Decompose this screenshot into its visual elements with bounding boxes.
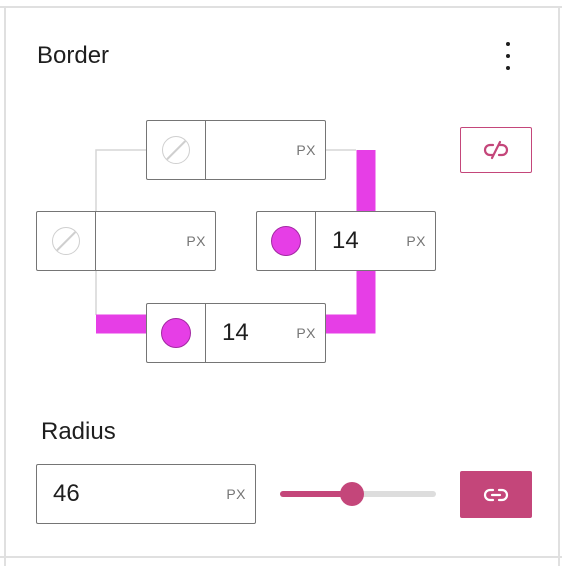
color-swatch-icon <box>161 318 191 348</box>
more-vertical-icon <box>506 42 510 46</box>
border-left-color-button[interactable] <box>37 212 96 270</box>
panel-left-edge <box>4 6 6 566</box>
border-left-width-input[interactable]: PX <box>96 212 215 270</box>
unit-label: PX <box>296 325 316 341</box>
slider-fill <box>280 491 352 497</box>
unlink-sides-button[interactable] <box>460 127 532 173</box>
no-color-icon <box>162 136 190 164</box>
slider-thumb[interactable] <box>340 482 364 506</box>
panel-bottom-divider <box>0 556 562 558</box>
unit-label: PX <box>186 233 206 249</box>
border-top-color-button[interactable] <box>147 121 206 179</box>
border-bottom-width-input[interactable]: 14 PX <box>222 319 316 346</box>
unlink-icon <box>483 140 509 160</box>
border-top-control: PX <box>146 120 326 180</box>
border-bottom-control: 14 PX <box>146 303 326 363</box>
no-color-icon <box>52 227 80 255</box>
top-guide-line <box>95 149 147 212</box>
border-top-width-input[interactable]: PX <box>206 121 325 179</box>
radius-slider[interactable] <box>280 480 436 508</box>
link-icon <box>483 488 509 501</box>
radius-input[interactable]: 46 PX <box>36 464 256 524</box>
unit-label: PX <box>296 142 316 158</box>
panel-top-divider <box>0 6 562 8</box>
panel-right-edge <box>558 6 560 566</box>
link-radius-button[interactable] <box>460 471 532 518</box>
unit-label: PX <box>406 233 426 249</box>
border-right-color-button[interactable] <box>257 212 316 270</box>
border-right-control: 14 PX <box>256 211 436 271</box>
border-left-control: PX <box>36 211 216 271</box>
color-swatch-icon <box>271 226 301 256</box>
more-options-button[interactable] <box>494 38 522 74</box>
border-right-width-input[interactable]: 14 PX <box>332 227 426 254</box>
border-bottom-color-button[interactable] <box>147 304 206 362</box>
unit-label: PX <box>226 486 246 502</box>
radius-label: Radius <box>41 418 116 445</box>
panel-title: Border <box>37 42 110 69</box>
radius-value: 46 <box>53 480 80 507</box>
